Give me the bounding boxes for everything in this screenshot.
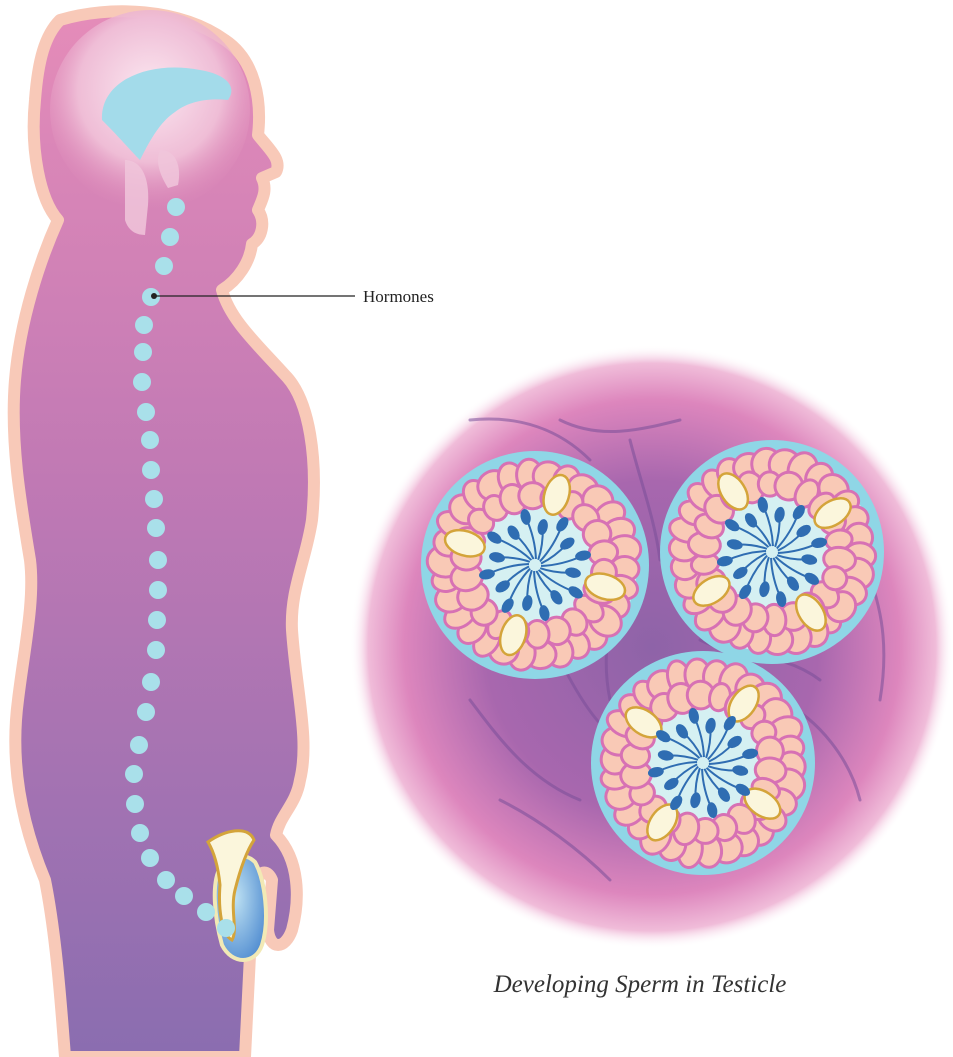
figure-caption: Developing Sperm in Testicle [493,971,787,998]
hormone-dot [137,703,155,721]
hormone-dot [147,641,165,659]
human-figure [14,10,314,1057]
testicle-cross-section [350,345,953,949]
hormone-dot [217,919,235,937]
hormone-dot [142,461,160,479]
hormone-dot [142,673,160,691]
hormones-label: Hormones [363,287,434,306]
hormone-dot [175,887,193,905]
hormone-dot [147,519,165,537]
hormone-dot [142,288,160,306]
hormone-dot [197,903,215,921]
hormone-dot [155,257,173,275]
tubule [421,451,649,679]
hormone-dot [134,343,152,361]
hormone-dot [148,611,166,629]
hormone-dot [125,765,143,783]
hormones-leader-dot [151,293,157,299]
tubule [591,651,815,875]
hormone-dot [135,316,153,334]
hormone-dot [131,824,149,842]
hormone-dot [137,403,155,421]
hormone-dot [141,431,159,449]
hormone-dot [149,581,167,599]
hormone-dot [149,551,167,569]
hormone-dot [161,228,179,246]
hormone-dot [157,871,175,889]
hormone-dot [130,736,148,754]
hormone-dot [141,849,159,867]
hormone-dot [145,490,163,508]
tubule [660,440,884,664]
hormone-dot [167,198,185,216]
hormone-dot [133,373,151,391]
hormone-dot [126,795,144,813]
